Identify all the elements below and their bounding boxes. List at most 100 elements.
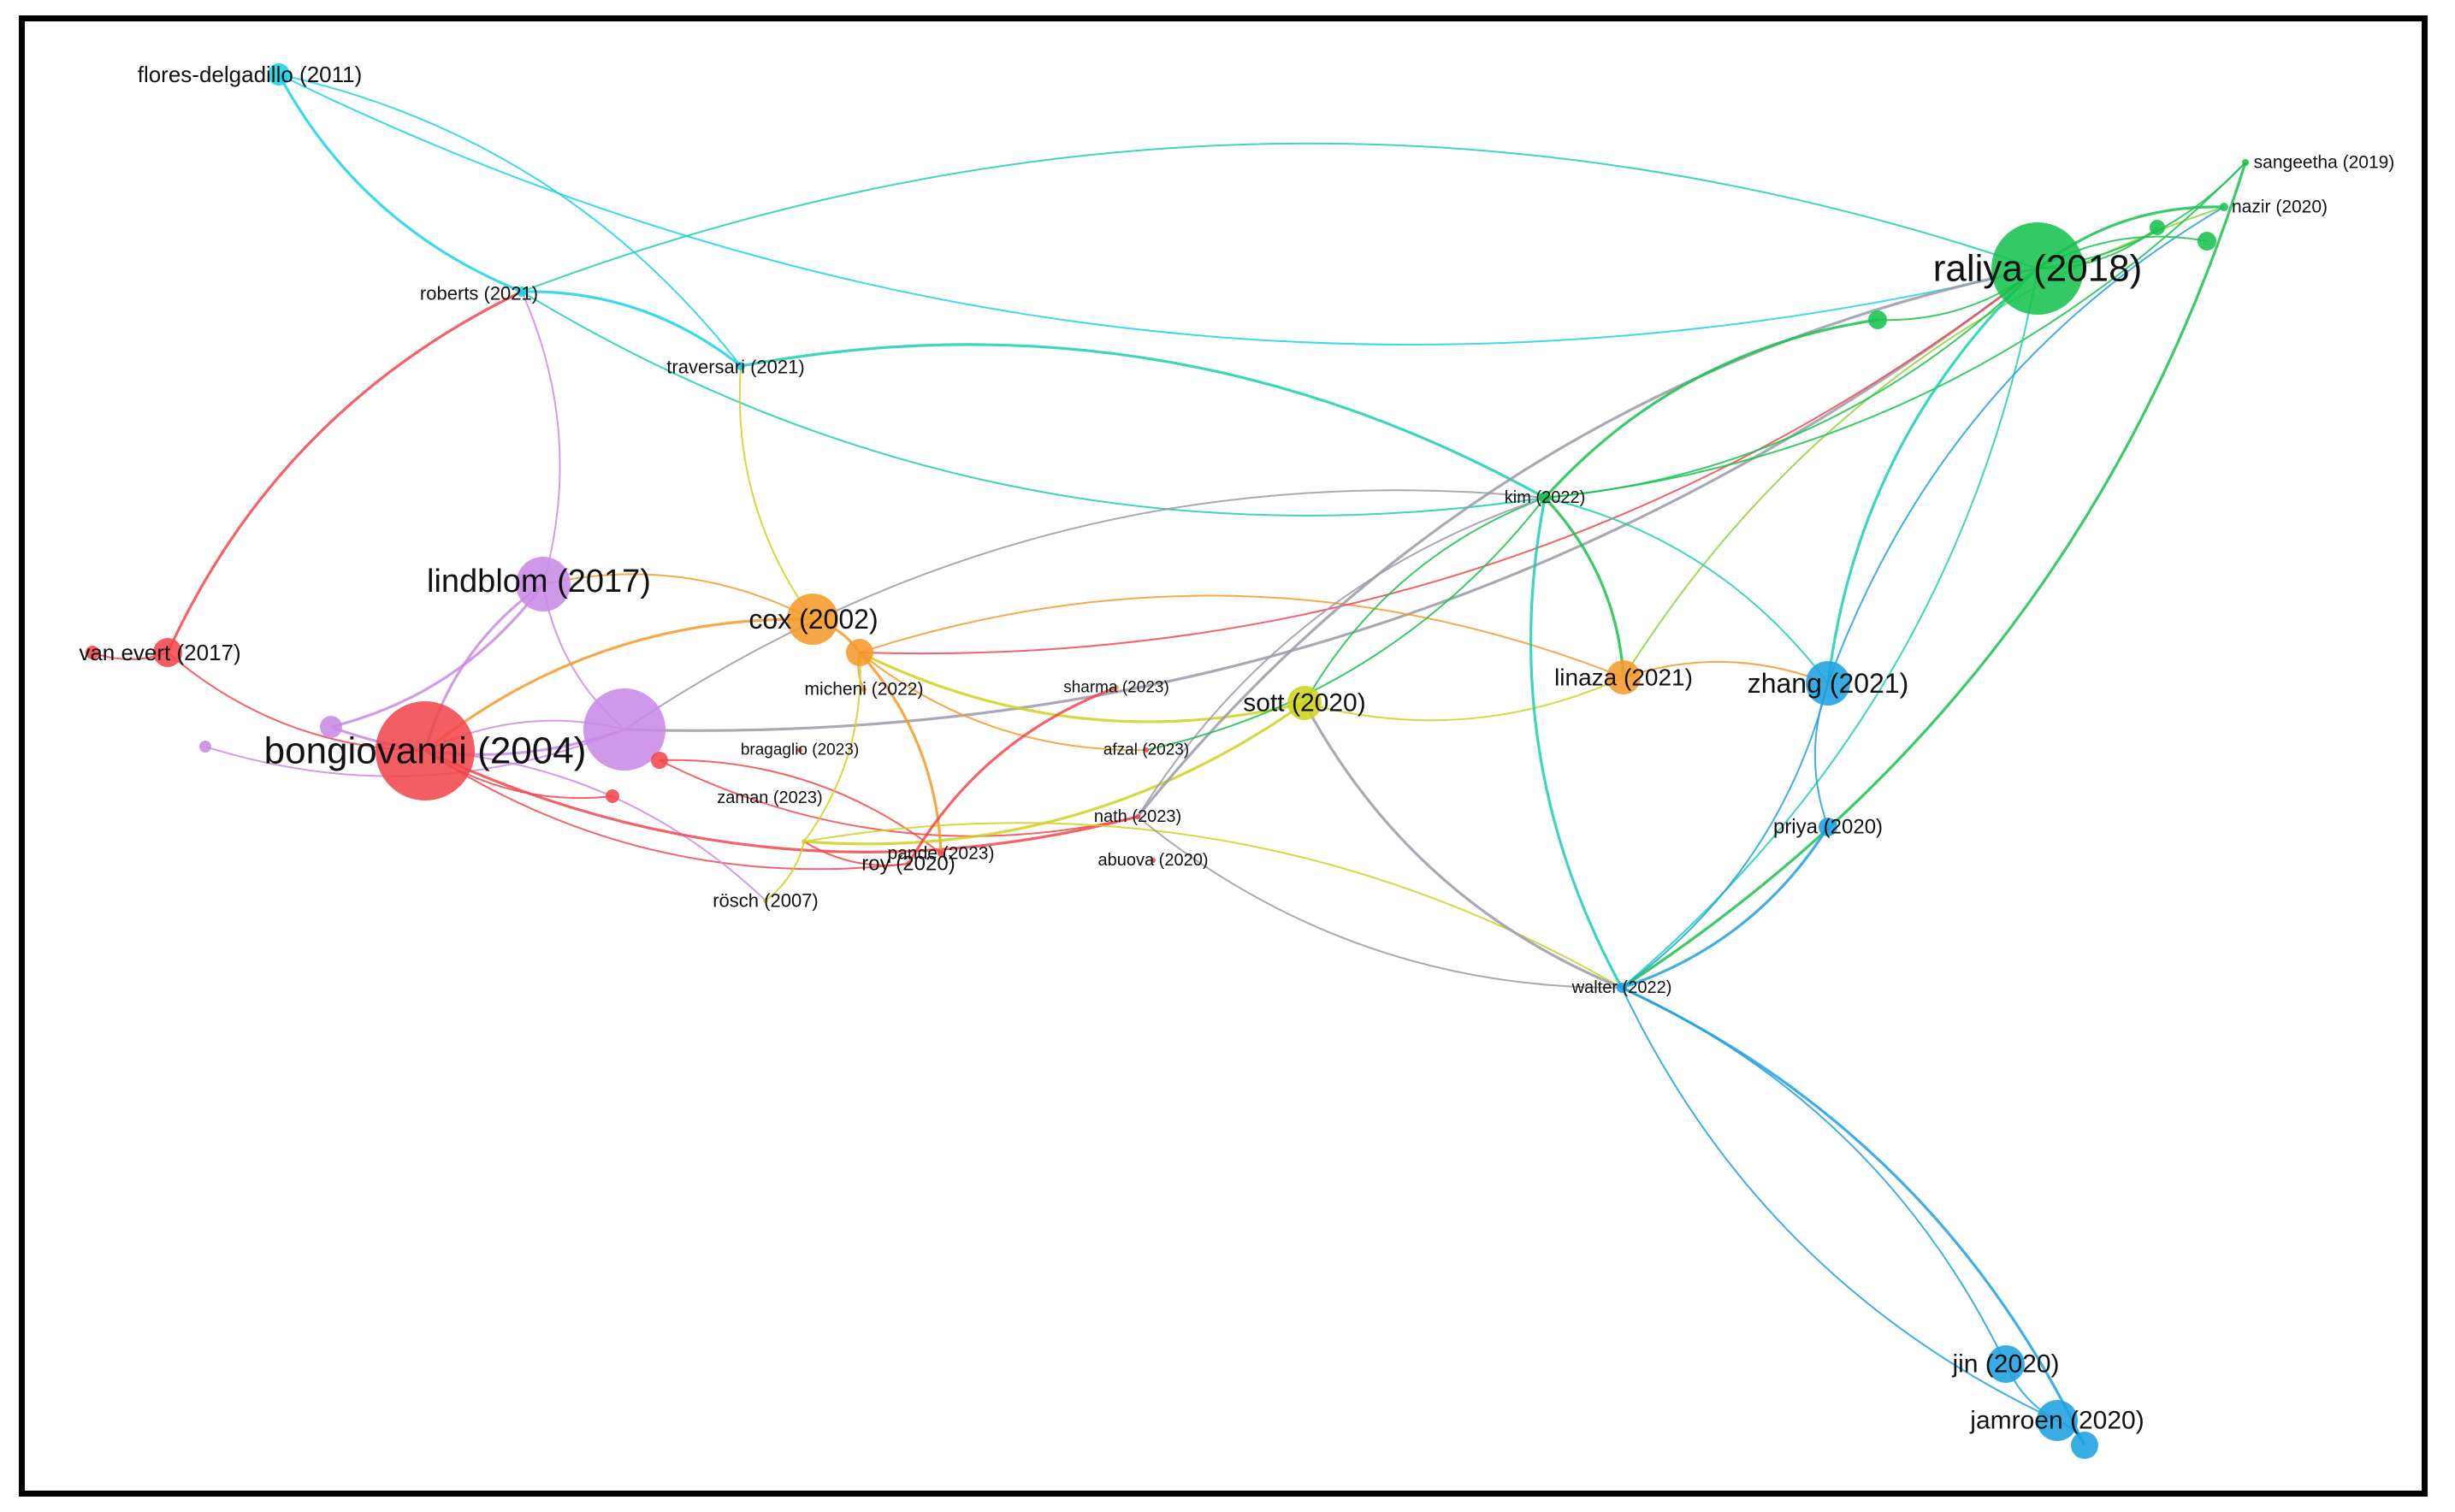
- edge-walter_2022-to-jamroen_2020: [1621, 987, 2058, 1421]
- label-bongiovanni-2004: bongiovanni (2004): [264, 730, 587, 772]
- edge-roberts_2021-to-kim_2022: [521, 291, 1546, 517]
- edge-orange_small-to-zaman_2023: [803, 652, 861, 842]
- edge-orange_small-to-linaza_2021: [859, 594, 1624, 678]
- edge-traversari_2021-to-cox_2002: [738, 365, 813, 620]
- edge-layer: [92, 74, 2247, 1446]
- label-raliya-2018: raliya (2018): [1933, 248, 2143, 290]
- edge-kim_2022-to-sangeetha_2019: [1544, 162, 2246, 499]
- node-kim-2022[interactable]: [1539, 492, 1551, 504]
- node-traversari-2021[interactable]: [736, 362, 745, 370]
- node-flores-delgadillo-2011[interactable]: [268, 63, 290, 86]
- label-van-evert-2017: van evert (2017): [79, 640, 240, 665]
- label-pande-2023: pande (2023): [888, 844, 995, 864]
- node-red-small-a[interactable]: [86, 646, 99, 659]
- label-flores-delgadillo-2011: flores-delgadillo (2011): [138, 62, 363, 87]
- node-walter-2022[interactable]: [1617, 983, 1627, 993]
- label-abuova-2020: abuova (2020): [1098, 851, 1209, 870]
- node-lindblom-2017[interactable]: [516, 557, 571, 611]
- node-roberts-2021[interactable]: [517, 286, 527, 297]
- node-zhang-2021[interactable]: [1806, 661, 1850, 706]
- node-raliya-2018[interactable]: [1991, 222, 2084, 315]
- node-micheni-2022[interactable]: [861, 687, 867, 692]
- label-jin-2020: jin (2020): [1951, 1350, 2059, 1379]
- label-sharma-2023: sharma (2023): [1063, 679, 1169, 697]
- node-purple-small-b[interactable]: [199, 741, 211, 753]
- edge-kim_2022-to-raliya_2018: [1544, 268, 2038, 499]
- label-cox-2002: cox (2002): [748, 604, 878, 635]
- edge-red_small_c-to-pande_2023: [659, 759, 942, 854]
- node-abuova-2020[interactable]: [1151, 858, 1156, 863]
- edge-red_small_c-to-nath_2023: [659, 759, 1139, 837]
- node-nazir-2020[interactable]: [2220, 203, 2228, 211]
- edge-roberts_2021-to-traversari_2021: [521, 290, 742, 368]
- edge-lindblom_2017-to-purple_small_a: [330, 583, 545, 729]
- edge-linaza_2021-to-kim_2022: [1543, 496, 1625, 678]
- node-afzal-2023[interactable]: [1144, 747, 1149, 753]
- edge-kim_2022-to-zhang_2021: [1544, 497, 1829, 684]
- node-zaman-2023[interactable]: [802, 839, 807, 844]
- edge-flores_delgadillo_2011-to-raliya_2018: [278, 74, 2038, 346]
- edge-roberts_2021-to-raliya_2018: [521, 142, 2038, 292]
- label-micheni-2022: micheni (2022): [805, 680, 924, 700]
- node-blue-small-end[interactable]: [2071, 1432, 2098, 1459]
- edge-roy_2020-to-sharma_2023: [907, 686, 1117, 865]
- node-green-small-c[interactable]: [2198, 232, 2216, 251]
- edge-zhang_2021-to-walter_2022: [1621, 682, 1829, 989]
- node-linaza-2021[interactable]: [1606, 660, 1641, 694]
- node-van-evert-2017[interactable]: [153, 638, 182, 667]
- node-red-small-c[interactable]: [651, 752, 668, 769]
- node-sott-2020[interactable]: [1287, 686, 1322, 720]
- node-purple-small-a[interactable]: [320, 716, 342, 738]
- edge-orange_small-to-afzal_2023: [859, 652, 1147, 752]
- edge-afzal_2023-to-kim_2022: [1145, 497, 1546, 751]
- node-cox-2002[interactable]: [787, 594, 838, 645]
- edge-nazir_2020-to-zhang_2021: [1827, 206, 2225, 684]
- label-zhang-2021: zhang (2021): [1748, 668, 1909, 699]
- node-layer: [86, 63, 2249, 1459]
- node-bragaglio-2023[interactable]: [797, 747, 802, 753]
- node-jin-2020[interactable]: [1987, 1345, 2025, 1383]
- edge-walter_2022-to-jin_2020: [1621, 987, 2007, 1365]
- node-jamroen-2020[interactable]: [2037, 1400, 2078, 1441]
- label-nath-2023: nath (2023): [1094, 807, 1181, 826]
- edge-flores_delgadillo_2011-to-traversari_2021: [278, 74, 742, 367]
- edge-raliya_2018-to-walter_2022: [1621, 268, 2038, 989]
- node-sharma-2023[interactable]: [1114, 685, 1119, 690]
- edge-sott_2020-to-kim_2022: [1304, 497, 1546, 704]
- node-pande-2023[interactable]: [938, 850, 944, 857]
- edge-roberts_2021-to-lindblom_2017: [521, 291, 561, 585]
- label-layer: bongiovanni (2004) raliya (2018) lindblom …: [79, 62, 2394, 1435]
- edge-sott_2020-to-walter_2022: [1303, 702, 1623, 989]
- label-sott-2020: sott (2020): [1243, 689, 1365, 718]
- node-sangeetha-2019[interactable]: [2242, 159, 2249, 166]
- label-jamroen-2020: jamroen (2020): [1969, 1407, 2144, 1435]
- edge-lindblom_2017-to-cox_2002: [542, 573, 813, 620]
- node-orange-small[interactable]: [846, 639, 873, 666]
- edge-roberts_2021-to-van_evert_2017: [166, 290, 523, 653]
- node-green-small-b[interactable]: [2150, 220, 2165, 235]
- label-sangeetha-2019: sangeetha (2019): [2254, 153, 2395, 173]
- node-purple-hub[interactable]: [583, 688, 666, 771]
- node-priya-2020[interactable]: [1819, 818, 1837, 836]
- node-green-small-a[interactable]: [1868, 310, 1887, 329]
- edge-purple_hub-to-kim_2022: [624, 489, 1546, 730]
- label-nazir-2020: nazir (2020): [2232, 198, 2328, 217]
- label-priya-2020: priya (2020): [1773, 816, 1883, 839]
- edge-nath_2023-to-walter_2022: [1137, 816, 1623, 989]
- edge-purple_hub-to-raliya_2018: [624, 267, 2038, 732]
- node-rosch-2007[interactable]: [763, 898, 768, 903]
- node-red-small-b[interactable]: [606, 789, 619, 803]
- node-roy-2020[interactable]: [906, 861, 911, 866]
- node-bongiovanni-2004[interactable]: [376, 701, 475, 800]
- edge-bongiovanni_2004-to-nath_2023: [424, 749, 1139, 854]
- label-roberts-2021: roberts (2021): [420, 283, 538, 304]
- edge-bongiovanni_2004-to-roy_2020: [424, 750, 909, 871]
- edge-zaman_2023-to-rosch_2007: [765, 841, 805, 901]
- node-nath-2023[interactable]: [1135, 814, 1140, 819]
- label-walter-2022: walter (2022): [1571, 978, 1672, 997]
- label-lindblom-2017: lindblom (2017): [427, 564, 651, 599]
- label-zaman-2023: zaman (2023): [717, 788, 822, 807]
- label-afzal-2023: afzal (2023): [1103, 741, 1189, 759]
- edge-zaman_2023-to-roy_2020: [803, 841, 909, 866]
- label-kim-2022: kim (2022): [1505, 488, 1585, 507]
